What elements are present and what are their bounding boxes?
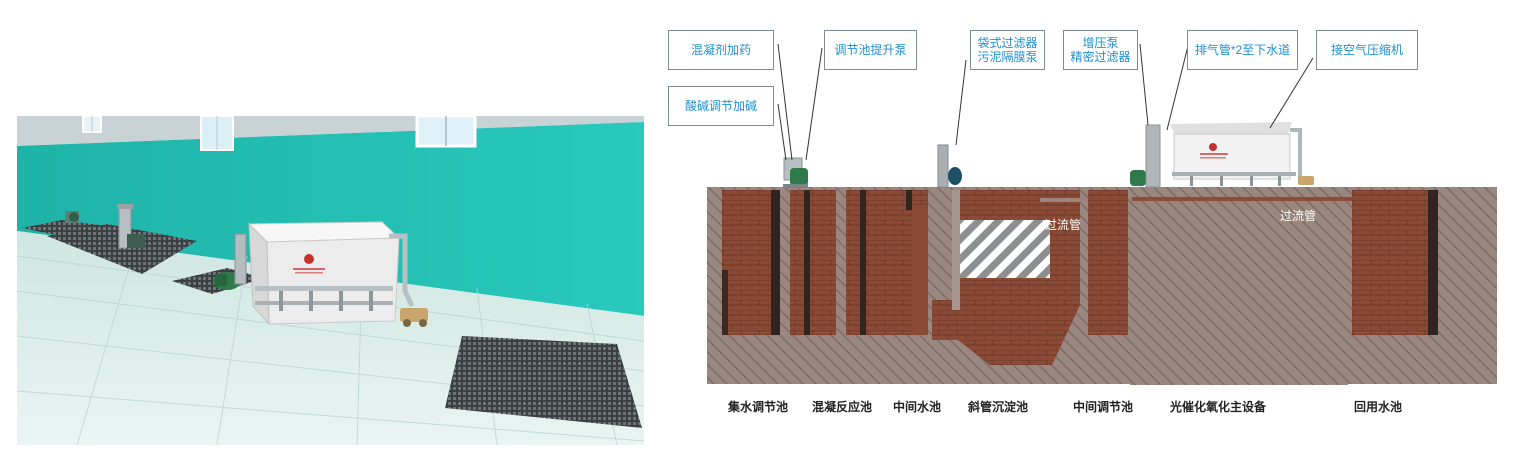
- pool-label-coagulation: 混凝反应池: [811, 400, 873, 414]
- callout-text: 酸碱调节加碱: [684, 99, 757, 113]
- callout-equalization-lift-pump: 调节池提升泵: [824, 30, 917, 70]
- windows: [82, 114, 477, 151]
- logo-icon: [304, 254, 314, 264]
- floor-grate-4: [445, 336, 642, 428]
- dosing-pump: [783, 157, 808, 188]
- callout-text: 接空气压缩机: [1330, 43, 1403, 57]
- photocatalytic-main-device: [1170, 122, 1314, 186]
- device-logo-icon: [1209, 143, 1217, 151]
- callout-text: 排气管*2至下水道: [1194, 43, 1291, 57]
- callout-bag-filter-sludge-pump: 袋式过滤器 污泥隔膜泵: [970, 30, 1045, 70]
- pool-label-settler: 斜管沉淀池: [967, 400, 1029, 414]
- pool-intermediate-tank: [894, 190, 928, 335]
- overflow-pipe-label-1: 过流管: [1045, 218, 1082, 232]
- callout-text-line1: 增压泵: [1082, 36, 1119, 50]
- callout-text-line1: 袋式过滤器: [977, 36, 1038, 50]
- callout-text-line2: 精密过滤器: [1070, 50, 1131, 64]
- booster-pump: [213, 272, 241, 290]
- callout-booster-precision-filter: 增压泵 精密过滤器: [1063, 30, 1138, 70]
- overflow-pipe-label-2: 过流管: [1280, 209, 1317, 223]
- floor-grate-1: [22, 220, 122, 240]
- callout-acid-base-dosing: 酸碱调节加碱: [668, 86, 774, 126]
- pool-label-main-device: 光催化氧化主设备: [1169, 400, 1267, 414]
- main-device-foundation: [1130, 190, 1348, 385]
- callout-text-line2: 污泥隔膜泵: [977, 50, 1038, 64]
- main-equipment: [247, 221, 401, 326]
- pool-collection-equalization: [722, 190, 780, 335]
- return-pipe: [389, 233, 415, 308]
- callout-text: 混凝剂加药: [690, 43, 751, 57]
- pool-inclined-tube-settler: [932, 190, 1080, 365]
- cross-section-illustration: [707, 37, 1497, 385]
- pool-label-intermediate: 中间水池: [892, 400, 942, 414]
- lift-pump-unit: [117, 204, 145, 249]
- air-compressor: [400, 308, 428, 327]
- room-illustration: [16, 114, 645, 446]
- process-cross-section: 混凝剂加药 调节池提升泵 酸碱调节加碱 袋式过滤器 污泥隔膜泵 增压泵 精密过滤…: [660, 0, 1519, 462]
- bag-filter-pump: [937, 144, 962, 188]
- leader-lines: [777, 37, 1314, 161]
- callout-air-compressor: 接空气压缩机: [1316, 30, 1418, 70]
- precision-filter-column: [234, 233, 247, 285]
- pool-reuse-water: [1352, 190, 1438, 335]
- pool-label-collection: 集水调节池: [727, 400, 789, 414]
- overflow-pipe-1: [1040, 198, 1088, 202]
- pool-intermediate-regulation: [1080, 190, 1128, 335]
- pool-coagulation-reaction: [790, 190, 894, 335]
- pool-label-regulation: 中间调节池: [1072, 400, 1134, 414]
- booster-filter: [1130, 124, 1161, 188]
- upper-wall: [17, 116, 644, 146]
- equipment-room-rendering: [16, 114, 645, 446]
- overflow-pipe-2: [1132, 197, 1352, 201]
- floor-grate-2: [47, 224, 197, 274]
- callout-coagulant-dosing: 混凝剂加药: [668, 30, 774, 70]
- callout-text: 调节池提升泵: [834, 43, 907, 57]
- callout-exhaust-pipe: 排气管*2至下水道: [1187, 30, 1298, 70]
- teal-wall: [17, 122, 644, 316]
- pool-label-reuse: 回用水池: [1353, 400, 1403, 414]
- lamella-tubes: [958, 220, 1050, 278]
- pump-1: [65, 211, 79, 223]
